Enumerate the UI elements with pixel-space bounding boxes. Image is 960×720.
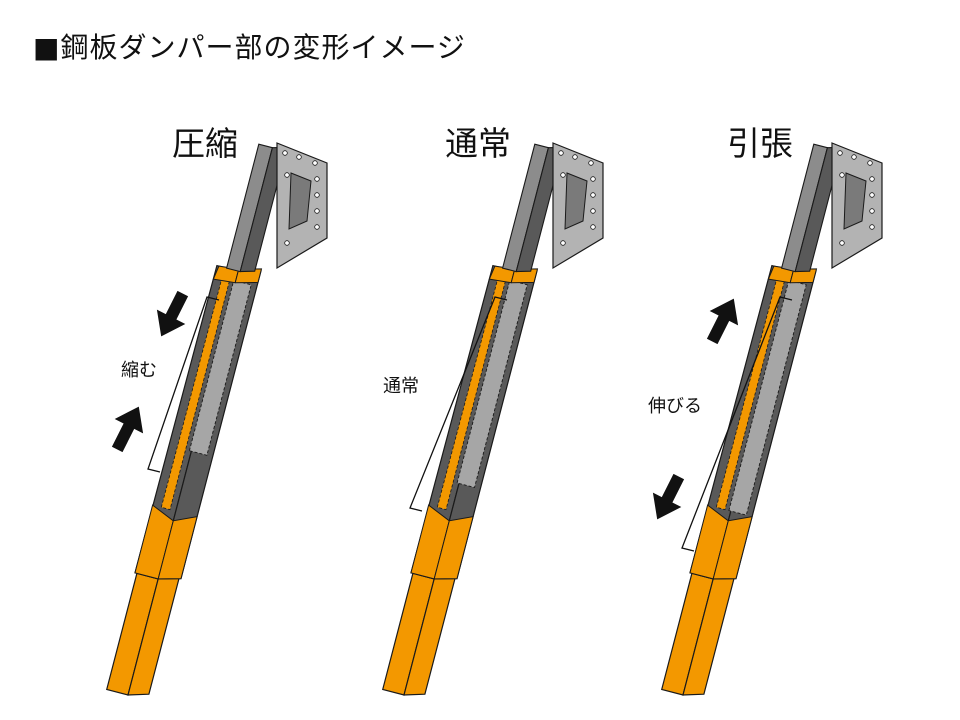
bolt-hole	[312, 160, 318, 166]
bolt-hole	[560, 240, 566, 246]
page-title: ■鋼板ダンパー部の変形イメージ	[33, 31, 466, 64]
end-plate-rod-socket	[564, 172, 588, 230]
arrow-up-icon	[706, 298, 739, 345]
panel-title: 通常	[445, 124, 511, 163]
length-bracket	[409, 296, 508, 512]
inner-gray-core	[456, 279, 528, 489]
bolt-hole	[572, 154, 578, 160]
bolt-hole	[314, 224, 320, 230]
bolt-hole	[867, 160, 873, 166]
bolt-hole	[314, 176, 320, 182]
deformation-label: 伸びる	[648, 396, 702, 417]
arrow-down-icon	[652, 473, 685, 520]
bolt-hole	[839, 172, 845, 178]
deformation-label: 通常	[383, 376, 419, 397]
bolt-hole	[296, 154, 302, 160]
bolt-hole	[590, 208, 596, 214]
casing-collar-right	[712, 515, 753, 580]
bolt-hole	[588, 160, 594, 166]
top-cap-right	[510, 268, 539, 284]
bolt-hole	[560, 172, 566, 178]
arrow-down-icon	[156, 290, 189, 337]
bolt-hole	[869, 176, 875, 182]
bolt-hole	[869, 192, 875, 198]
bolt-hole	[851, 154, 857, 160]
bolt-hole	[869, 224, 875, 230]
deformation-label: 縮む	[121, 360, 157, 381]
bolt-hole	[839, 240, 845, 246]
bolt-hole	[837, 150, 843, 156]
bolt-hole	[590, 224, 596, 230]
inner-gray-core	[728, 279, 807, 516]
bolt-hole	[314, 192, 320, 198]
bolt-hole	[284, 172, 290, 178]
bolt-hole	[282, 150, 288, 156]
end-plate-rod-socket	[843, 172, 867, 230]
arrow-up-icon	[111, 406, 144, 453]
bolt-hole	[590, 176, 596, 182]
top-cap-right	[789, 268, 818, 284]
panel-title: 引張	[727, 124, 793, 163]
bolt-hole	[558, 150, 564, 156]
bolt-hole	[284, 240, 290, 246]
top-cap-right	[234, 268, 263, 284]
panel-title: 圧縮	[172, 124, 238, 163]
end-plate-rod-socket	[288, 172, 312, 230]
bolt-hole	[590, 192, 596, 198]
casing-collar-right	[157, 515, 198, 580]
inner-gray-core	[188, 279, 252, 456]
length-bracket	[681, 296, 793, 552]
bolt-hole	[869, 208, 875, 214]
length-bracket	[147, 296, 220, 473]
bolt-hole	[314, 208, 320, 214]
casing-collar-right	[433, 515, 474, 580]
